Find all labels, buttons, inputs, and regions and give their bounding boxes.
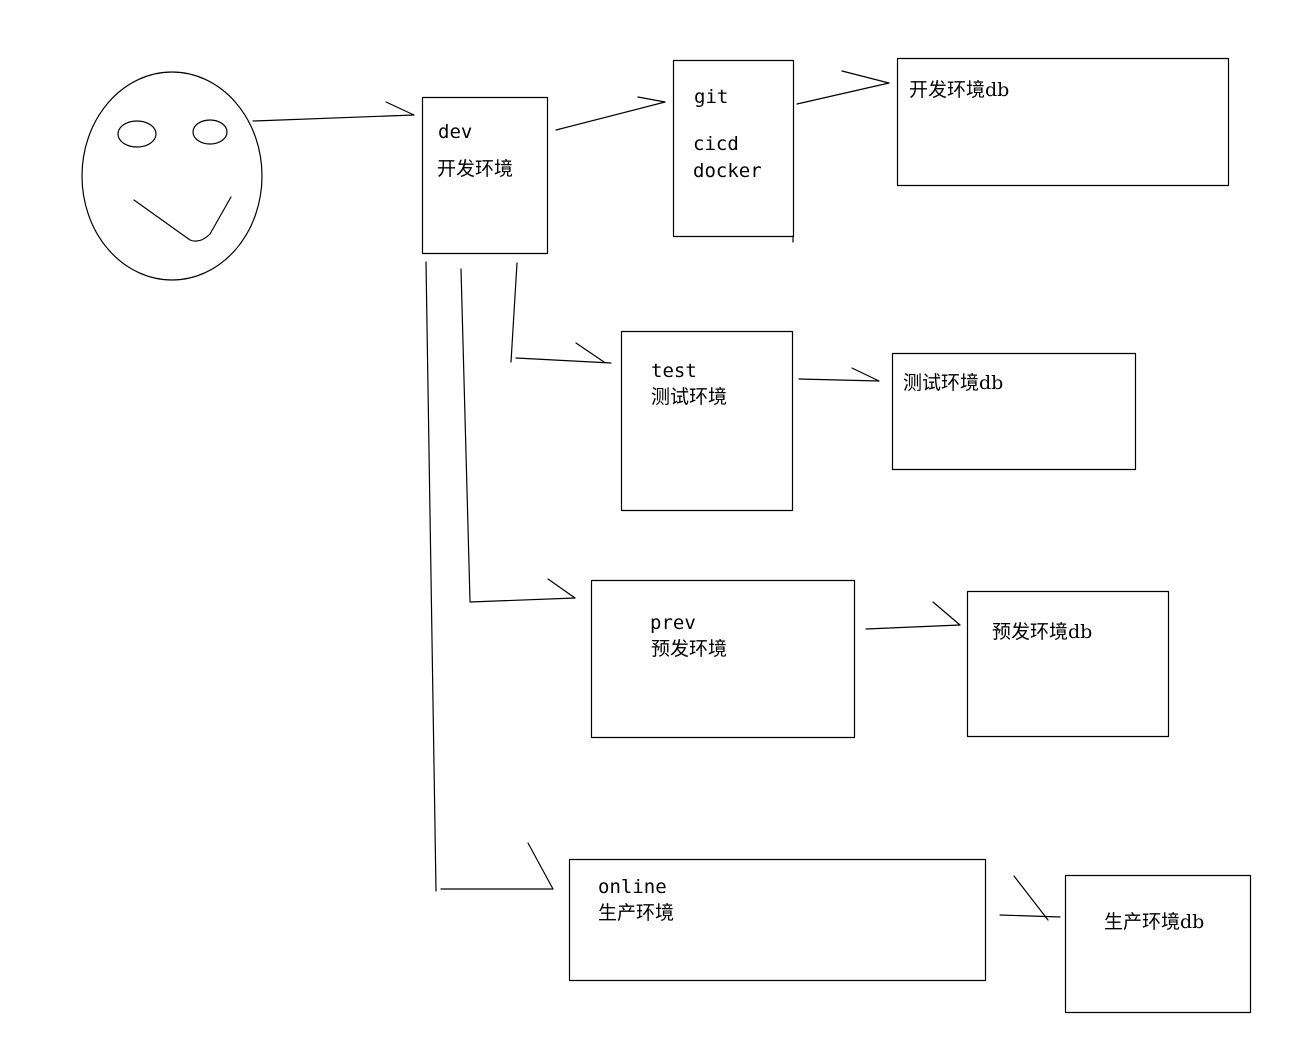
face-outline xyxy=(81,71,263,281)
dev-name: dev xyxy=(438,121,473,143)
arrow-test-to-test-db xyxy=(798,367,880,382)
prev-db-box xyxy=(966,590,1170,738)
left-eye xyxy=(117,120,157,148)
online-db-box xyxy=(1064,874,1252,1014)
online-box xyxy=(568,858,987,982)
dev-box xyxy=(421,96,549,255)
right-eye xyxy=(192,119,228,145)
prev-db-label: 预发环境db xyxy=(992,621,1093,643)
test-box xyxy=(620,330,794,512)
arrow-dev-to-test xyxy=(510,262,612,364)
dev-label: 开发环境 xyxy=(437,158,514,180)
online-label: 生产环境 xyxy=(598,902,675,924)
arrow-tools-to-dev-db xyxy=(796,70,890,105)
tools-cicd: cicd xyxy=(693,133,739,155)
tools-git: git xyxy=(694,86,729,108)
test-name: test xyxy=(651,360,697,382)
tools-box xyxy=(672,59,795,238)
prev-box xyxy=(590,579,856,739)
arrow-dev-to-online xyxy=(425,261,554,892)
prev-name: prev xyxy=(650,612,696,634)
arrow-dev-to-prev xyxy=(460,268,576,603)
arrow-user-to-dev xyxy=(252,101,415,122)
arrow-dev-to-tools xyxy=(555,96,666,131)
test-db-label: 测试环境db xyxy=(903,372,1004,394)
online-db-label: 生产环境db xyxy=(1104,911,1205,933)
dev-db-box xyxy=(896,57,1230,187)
dev-db-label: 开发环境db xyxy=(909,79,1010,101)
test-db-box xyxy=(891,352,1137,471)
smile-mouth xyxy=(133,196,232,242)
prev-label: 预发环境 xyxy=(651,638,728,660)
tools-docker: docker xyxy=(693,160,762,182)
test-label: 测试环境 xyxy=(651,386,728,408)
arrow-online-to-online-db xyxy=(999,875,1061,921)
smiley-face-icon xyxy=(81,71,263,281)
online-name: online xyxy=(598,876,667,898)
arrow-prev-to-prev-db xyxy=(865,601,961,630)
